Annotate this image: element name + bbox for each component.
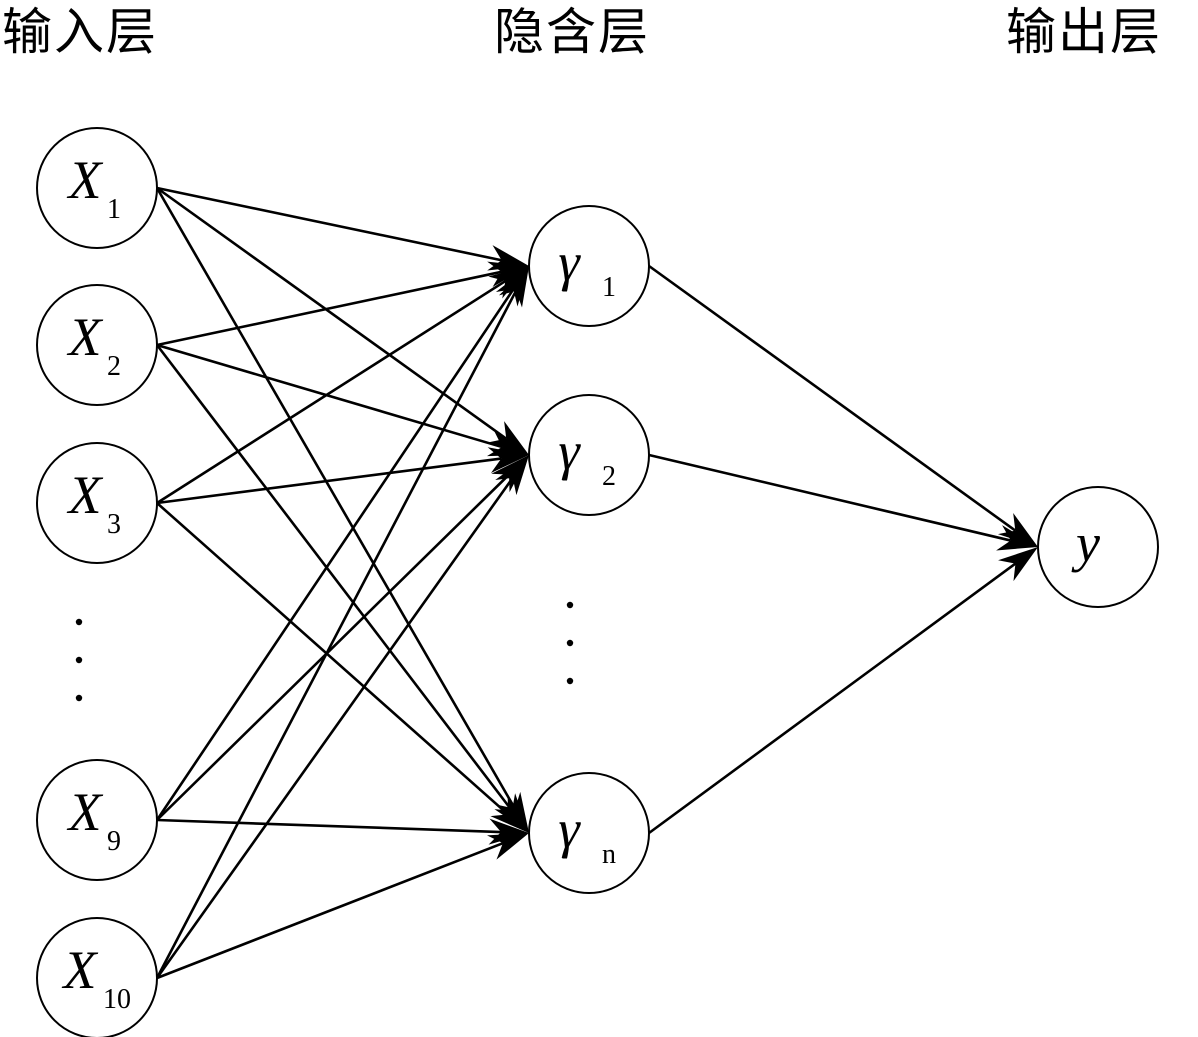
edge-line [156, 457, 502, 505]
input-ellipsis-dot [75, 618, 83, 626]
edge-input-4-to-hidden-1 [155, 455, 529, 979]
edge-hidden-1-to-output-0 [648, 453, 1038, 551]
edge-line [155, 187, 517, 810]
edge-input-1-to-hidden-1 [156, 343, 529, 457]
edge-line [648, 562, 1017, 835]
arrowhead-icon [487, 833, 529, 860]
node-circle [36, 759, 158, 881]
node-symbol: X [67, 465, 104, 525]
edge-input-4-to-hidden-2 [156, 833, 529, 980]
edge-line [155, 477, 514, 979]
node-circle [1037, 486, 1159, 608]
node-subscript: 10 [103, 984, 131, 1015]
node-circle [36, 284, 158, 406]
arrowhead-icon [487, 447, 529, 474]
edge-line [156, 818, 502, 834]
arrowhead-icon [998, 547, 1038, 582]
hidden-ellipsis-dot [566, 601, 574, 609]
edge-line [156, 343, 503, 449]
edge-line [156, 473, 510, 821]
node-circle [528, 772, 650, 894]
arrowhead-icon [997, 513, 1038, 547]
hidden-layer-title: 隐含层 [494, 3, 650, 61]
node-symbol: γ [558, 799, 581, 859]
node-symbol: X [67, 150, 104, 210]
arrowhead-icon [498, 266, 529, 308]
edge-line [156, 502, 509, 816]
edge-line [156, 186, 502, 262]
edge-hidden-2-to-output-0 [648, 547, 1038, 835]
edge-line [648, 453, 1012, 542]
node-symbol: X [67, 307, 104, 367]
arrowhead-icon [495, 455, 529, 496]
hidden-ellipsis-dot [566, 677, 574, 685]
node-subscript: 3 [107, 509, 121, 540]
edge-input-1-to-hidden-0 [156, 261, 529, 347]
edge-input-1-to-hidden-2 [155, 344, 529, 833]
edge-input-2-to-hidden-2 [156, 502, 529, 833]
edge-line [648, 264, 1017, 532]
hidden-ellipsis-dot [566, 639, 574, 647]
arrowhead-icon [488, 421, 529, 455]
edge-hidden-0-to-output-0 [648, 264, 1038, 547]
arrowhead-icon [490, 796, 529, 833]
node-subscript: n [602, 839, 616, 870]
edge-input-2-to-hidden-1 [156, 447, 529, 505]
node-circle [36, 917, 158, 1037]
input-ellipsis-dot [75, 694, 83, 702]
node-subscript: 1 [107, 194, 121, 225]
node-symbol: γ [558, 232, 581, 292]
node-symbol: X [62, 940, 99, 1000]
node-subscript: 2 [602, 461, 616, 492]
edge-line [156, 279, 507, 505]
edge-line [155, 344, 514, 812]
ellipsis-dots [75, 601, 574, 702]
edge-line [155, 290, 518, 979]
edge-input-2-to-hidden-0 [156, 266, 529, 505]
node-circle [528, 394, 650, 516]
node-subscript: 9 [107, 826, 121, 857]
edge-line [156, 186, 508, 440]
output-layer-title: 输出层 [1006, 3, 1162, 61]
edge-input-3-to-hidden-2 [156, 818, 529, 845]
node-circle [36, 127, 158, 249]
edges [155, 186, 1038, 980]
node-circle [528, 205, 650, 327]
node-subscript: 2 [107, 351, 121, 382]
node-circle [36, 442, 158, 564]
node-subscript: 1 [602, 272, 616, 303]
input-ellipsis-dot [75, 656, 83, 664]
arrowhead-icon [996, 525, 1038, 551]
node-symbol: γ [558, 421, 581, 481]
edge-line [155, 288, 515, 821]
edge-input-4-to-hidden-0 [155, 266, 529, 979]
output-node-y: y [1037, 486, 1159, 608]
edge-line [156, 270, 502, 347]
node-symbol: X [67, 782, 104, 842]
input-layer-title: 输入层 [2, 3, 158, 61]
edge-input-0-to-hidden-1 [156, 186, 529, 455]
edge-line [156, 841, 504, 980]
node-symbol: y [1071, 513, 1100, 573]
